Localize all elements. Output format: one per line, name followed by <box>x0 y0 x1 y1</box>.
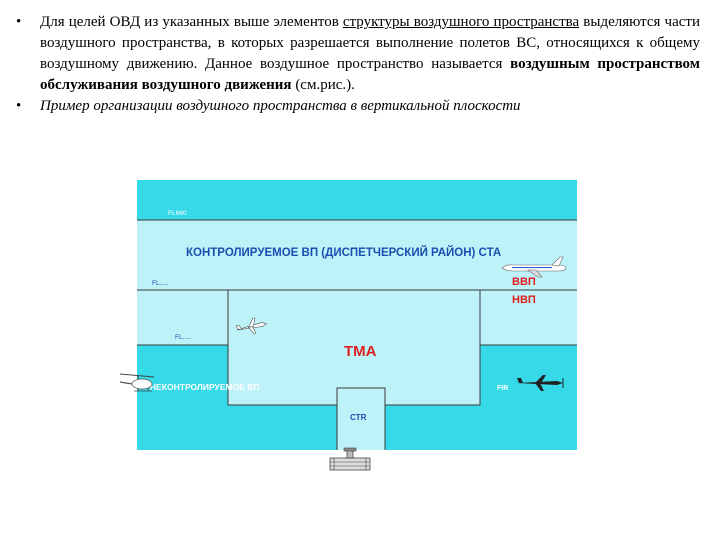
nvp-label: НВП <box>512 294 536 306</box>
fl-mid-label: FL..... <box>152 280 169 287</box>
controlled-area-title: КОНТРОЛИРУЕМОЕ ВП (ДИСПЕТЧЕРСКИЙ РАЙОН) … <box>186 246 501 259</box>
bullet-mark: • <box>16 14 22 30</box>
fl660-label: FL660 <box>168 210 187 217</box>
figure-caption: Пример организации воздушного пространст… <box>40 98 521 114</box>
p1-part-b: выделяются части воздушного пространства… <box>40 14 700 72</box>
p1-part-c: (см.рис.). <box>291 77 355 93</box>
bullet-paragraph-2: • Пример организации воздушного простран… <box>16 96 700 117</box>
bullet-mark: • <box>16 98 22 114</box>
ctr-label: CTR <box>350 413 367 422</box>
paragraph-2: Пример организации воздушного пространст… <box>40 96 700 117</box>
uncontrolled-label: НЕКОНТРОЛИРУЕМОЕ ВП <box>150 382 259 392</box>
tma-label: TMA <box>344 343 377 360</box>
paragraph-1: Для целей ОВД из указанных выше элементо… <box>40 12 700 96</box>
p1-bold-term: воздушным пространством обслуживания воз… <box>40 56 700 93</box>
helicopter-icon <box>119 373 155 392</box>
vvp-label: ВВП <box>512 276 536 288</box>
upper-airspace-band <box>137 180 577 220</box>
airport-icon <box>329 447 371 471</box>
propeller-plane-icon <box>517 375 564 391</box>
fir-label: FIR <box>497 385 508 392</box>
small-plane-icon <box>235 317 267 334</box>
bullet-paragraph-1: • Для целей ОВД из указанных выше элемен… <box>16 12 700 96</box>
fl-low-label: FL..... <box>175 334 192 341</box>
airliner-icon <box>501 256 567 278</box>
ctr-outline <box>336 387 386 450</box>
text-block: • Для целей ОВД из указанных выше элемен… <box>16 12 700 117</box>
p1-part-a: Для целей ОВД из указанных выше элементо… <box>40 14 343 30</box>
tma-outline <box>227 289 481 406</box>
airspace-structure-link[interactable]: структуры воздушного пространства <box>342 14 580 30</box>
tma-ctr-area <box>228 290 480 450</box>
